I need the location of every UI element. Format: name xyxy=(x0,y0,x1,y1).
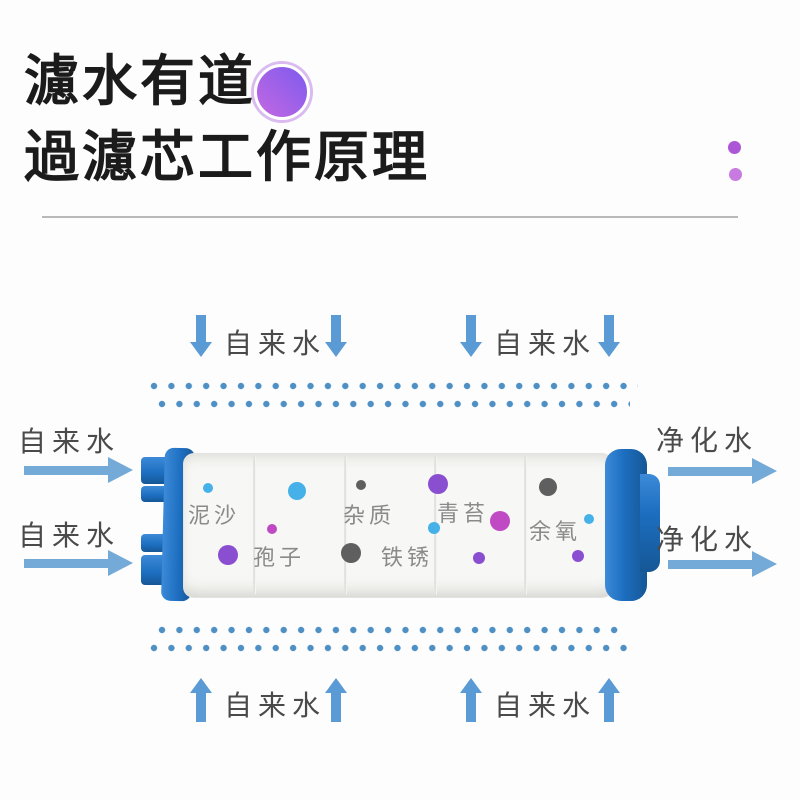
segment-seam xyxy=(344,456,347,595)
up-arrow-icon xyxy=(190,678,212,722)
purified-water-label-1: 净化水 xyxy=(656,424,759,457)
accent-dot-icon xyxy=(729,168,742,181)
tap-water-label-left-1: 自来水 xyxy=(18,425,121,458)
segment-seam xyxy=(524,456,527,595)
accent-dot-icon xyxy=(728,141,741,154)
left-cap-tab xyxy=(141,486,169,502)
particle-dot-gray xyxy=(539,478,557,496)
up-arrow-icon xyxy=(325,678,347,722)
down-arrow-icon xyxy=(598,315,620,357)
particle-dot-gray xyxy=(341,543,361,563)
tap-water-label-top-1: 自来水 xyxy=(224,327,327,360)
water-droplet-row xyxy=(150,644,634,652)
contaminant-label-residual-chlorine: 余氧 xyxy=(528,520,582,545)
water-droplet-row xyxy=(158,400,630,408)
purified-water-label-2: 净化水 xyxy=(656,523,759,556)
particle-dot-purple xyxy=(473,552,485,564)
contaminant-label-rust: 铁锈 xyxy=(380,546,434,571)
particle-dot-purple xyxy=(428,474,448,494)
tap-water-label-top-2: 自来水 xyxy=(494,327,597,360)
down-arrow-icon xyxy=(325,315,347,357)
right-arrow-icon xyxy=(668,458,777,484)
right-arrow-icon xyxy=(668,551,777,577)
right-arrow-icon xyxy=(24,550,133,576)
particle-dot-magenta xyxy=(267,524,277,534)
contaminant-label-algae: 青苔 xyxy=(436,502,490,527)
page-title-line2: 過濾芯工作原理 xyxy=(24,125,431,189)
contaminant-label-spores: 孢子 xyxy=(252,546,306,571)
water-droplet-row xyxy=(158,626,628,634)
tap-water-label-bottom-2: 自来水 xyxy=(494,689,597,722)
contaminant-label-impurities: 杂质 xyxy=(342,504,396,529)
particle-dot-purple xyxy=(572,550,584,562)
particle-dot-gray xyxy=(356,480,366,490)
tap-water-label-bottom-1: 自来水 xyxy=(224,689,327,722)
particle-dot-blue xyxy=(584,514,594,524)
right-arrow-icon xyxy=(24,457,133,483)
water-droplet-row xyxy=(150,382,638,390)
particle-dot-magenta xyxy=(490,511,510,531)
contaminant-label-sediment: 泥沙 xyxy=(187,504,241,529)
down-arrow-icon xyxy=(190,315,212,357)
up-arrow-icon xyxy=(598,678,620,722)
particle-dot-blue xyxy=(428,522,440,534)
filter-foam-body xyxy=(184,454,612,597)
particle-dot-purple xyxy=(218,545,238,565)
down-arrow-icon xyxy=(460,315,482,357)
filter-outlet-stub xyxy=(640,474,660,572)
particle-dot-blue xyxy=(288,482,306,500)
page-title-line1: 濾水有道 xyxy=(24,49,257,113)
segment-seam xyxy=(253,456,256,595)
header-divider xyxy=(42,216,738,218)
particle-dot-blue xyxy=(203,483,213,493)
up-arrow-icon xyxy=(460,678,482,722)
gradient-circle-icon xyxy=(254,64,310,120)
tap-water-label-left-2: 自来水 xyxy=(18,519,121,552)
